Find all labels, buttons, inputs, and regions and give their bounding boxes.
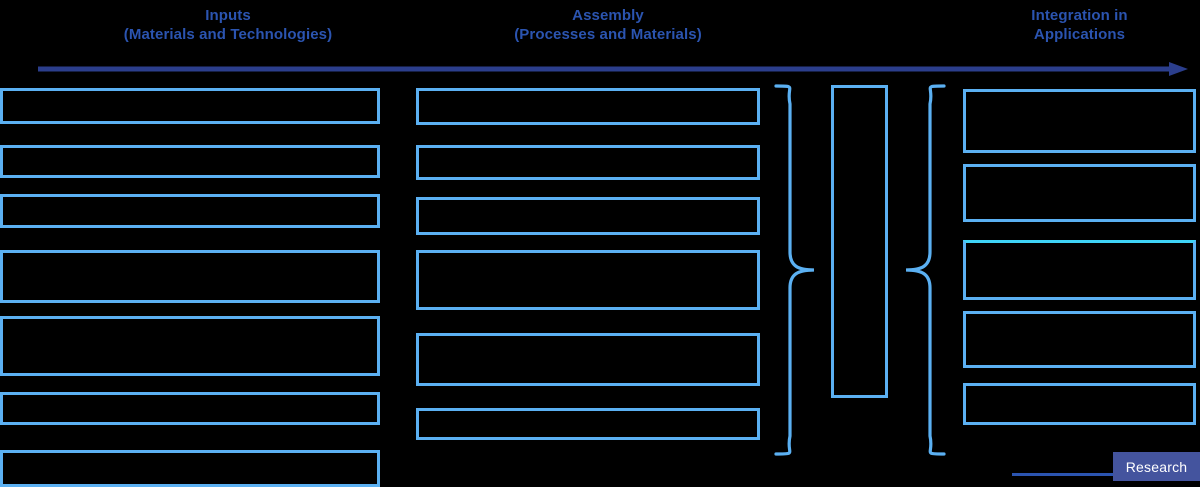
stage-box-inputs-1[interactable] (0, 88, 380, 124)
stage-box-integration-2[interactable] (963, 164, 1196, 222)
stage-box-inputs-6[interactable] (0, 392, 380, 425)
footer-divider (1012, 473, 1118, 476)
column-header-assembly: Assembly (Processes and Materials) (514, 7, 702, 43)
left-brace-icon (774, 84, 815, 456)
flow-arrow-icon (38, 62, 1188, 76)
research-badge[interactable]: Research (1113, 452, 1200, 481)
stage-box-integration-3[interactable] (963, 240, 1196, 300)
stage-box-assembly-4[interactable] (416, 250, 760, 310)
stage-box-inputs-4[interactable] (0, 250, 380, 303)
stage-box-assembly-2[interactable] (416, 145, 760, 180)
stage-box-inputs-2[interactable] (0, 145, 380, 178)
stage-box-assembly-3[interactable] (416, 197, 760, 235)
stage-box-integration-1[interactable] (963, 89, 1196, 153)
stage-box-assembly-6[interactable] (416, 408, 760, 440)
right-brace-icon (905, 84, 946, 456)
column-header-inputs: Inputs (Materials and Technologies) (123, 7, 333, 43)
stage-box-assembly-1[interactable] (416, 88, 760, 125)
column-header-integration: Integration in Applications (1031, 7, 1128, 43)
stage-box-integration-4[interactable] (963, 311, 1196, 368)
integrated-system-bar[interactable] (831, 85, 888, 398)
stage-box-integration-5[interactable] (963, 383, 1196, 425)
stage-box-assembly-5[interactable] (416, 333, 760, 386)
stage-box-inputs-7[interactable] (0, 450, 380, 487)
stage-box-inputs-3[interactable] (0, 194, 380, 228)
stage-box-inputs-5[interactable] (0, 316, 380, 376)
